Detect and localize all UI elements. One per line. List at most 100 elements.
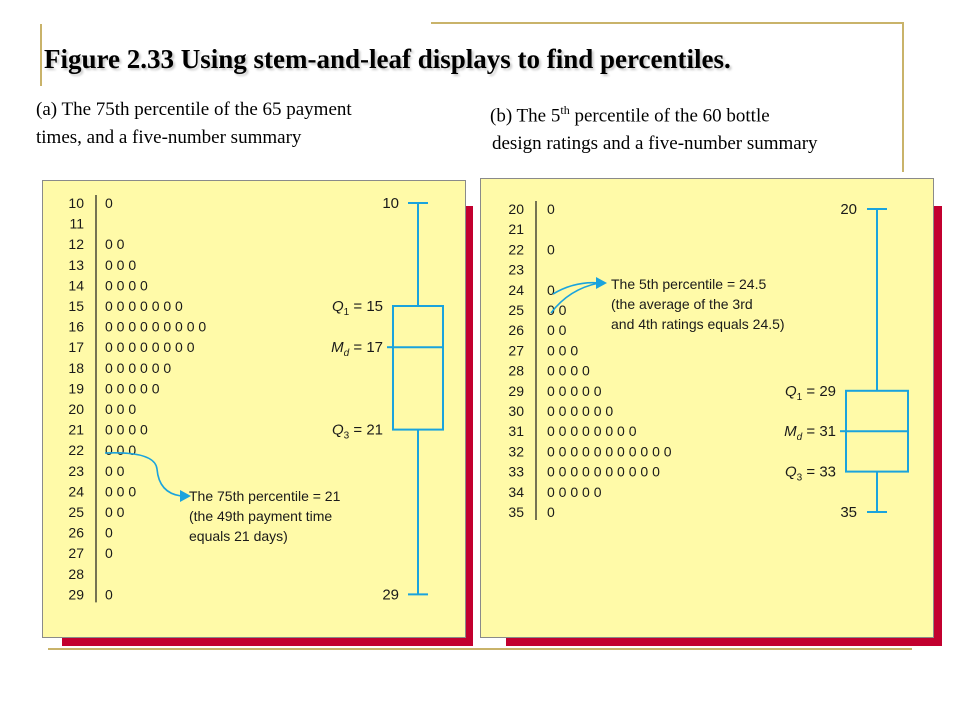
panel-a-leaves: 0 0 0 0 xyxy=(105,277,148,293)
panel-b-arrow-head xyxy=(596,277,607,289)
panel-b-q1-label: Q1 = 29 xyxy=(785,383,836,403)
panel-a-q1-label: Q1 = 15 xyxy=(332,298,383,318)
caption-b-line1: (b) The 5th percentile of the 60 bottle xyxy=(490,96,960,130)
caption-a-line1: (a) The 75th percentile of the 65 paymen… xyxy=(36,99,352,120)
panel-b-leaves: 0 xyxy=(547,201,555,217)
panel-b-leaves: 0 0 0 0 0 0 0 0 0 0 xyxy=(547,464,660,480)
panel-a-stem: 15 xyxy=(68,298,84,314)
panel-a-leaves: 0 0 xyxy=(105,504,125,520)
panel-a-stem: 11 xyxy=(69,216,84,232)
panel-b-leaves: 0 0 0 0 0 xyxy=(547,383,602,399)
panel-a-min-label: 10 xyxy=(382,195,399,212)
panel-b-q3-label: Q3 = 33 xyxy=(785,464,836,484)
caption-b-sup: th xyxy=(560,103,570,117)
panel-b-stem: 34 xyxy=(508,484,524,500)
panel-b-stem: 21 xyxy=(508,221,524,237)
panel-a-stem: 25 xyxy=(68,504,84,520)
panel-b-max-label: 35 xyxy=(840,504,857,521)
panel-a-stem: 24 xyxy=(68,483,84,499)
panel-b-leaves: 0 xyxy=(547,282,555,298)
panel-b-annotation-line: The 5th percentile = 24.5 xyxy=(611,276,766,292)
panel-a-stem: 17 xyxy=(68,339,84,355)
panel-b-stem: 33 xyxy=(508,464,524,480)
caption-b-pre: (b) The 5 xyxy=(490,105,561,127)
panel-a-stem: 20 xyxy=(68,401,84,417)
panel-a-stem: 29 xyxy=(68,586,84,602)
panel-a-leaves: 0 xyxy=(105,195,113,211)
panel-a-q3-label: Q3 = 21 xyxy=(332,422,383,442)
panel-a-stem: 21 xyxy=(68,422,84,438)
panel-a-stem: 14 xyxy=(68,277,84,293)
panel-a-leaves: 0 0 0 0 0 0 0 0 xyxy=(105,339,195,355)
panel-b-stem: 25 xyxy=(508,302,524,318)
panel-b-stem: 24 xyxy=(508,282,524,298)
caption-b: (b) The 5th percentile of the 60 bottle … xyxy=(490,96,960,158)
bottom-rule xyxy=(48,648,912,650)
panel-b-annotation-arrow xyxy=(552,281,600,295)
panel-b-stem: 31 xyxy=(508,423,524,439)
panel-a-diagram: 10 0 11 12 0 0 13 0 0 0 14 0 0 0 0 15 0 0 0 0 0 0 … xyxy=(68,195,444,603)
panel-a-leaves: 0 0 0 0 0 xyxy=(105,380,160,396)
panel-b-stem: 32 xyxy=(508,443,524,459)
caption-a: (a) The 75th percentile of the 65 paymen… xyxy=(36,96,486,152)
caption-a-line2: times, and a five-number summary xyxy=(36,127,302,148)
panel-a-stem: 23 xyxy=(68,463,84,479)
panel-a-stem: 12 xyxy=(68,236,84,252)
panel-a-annotation-line: The 75th percentile = 21 xyxy=(189,488,341,504)
panel-b-leaves: 0 0 0 0 0 xyxy=(547,484,602,500)
panel-b-min-label: 20 xyxy=(840,201,857,218)
panel-a-leaves: 0 0 0 xyxy=(105,257,136,273)
panel-a-stem: 16 xyxy=(68,319,84,335)
panel-a-annotation-line: (the 49th payment time xyxy=(189,508,332,524)
panel-a-leaves: 0 0 0 0 0 0 0 xyxy=(105,298,183,314)
caption-b-post: percentile of the 60 bottle xyxy=(569,105,770,127)
panel-a-stem: 10 xyxy=(68,195,84,211)
panel-a-arrow-head xyxy=(180,490,191,502)
panel-b-leaves: 0 xyxy=(547,504,555,520)
panel-a-stem: 13 xyxy=(68,257,84,273)
panel-a-stem: 19 xyxy=(68,380,84,396)
panel-a-box xyxy=(392,305,444,431)
panel-b-leaves: 0 xyxy=(547,241,555,257)
panel-a-leaves: 0 0 0 xyxy=(105,442,136,458)
panel-b-stem: 22 xyxy=(508,241,524,257)
panel-b-leaves: 0 0 0 0 0 0 0 0 xyxy=(547,423,637,439)
panel-a-stem: 27 xyxy=(68,545,84,561)
panel-a-leaves: 0 xyxy=(105,545,113,561)
panel-b-leaves: 0 0 xyxy=(547,302,567,318)
panel-a-leaves: 0 0 0 0 0 0 0 0 0 xyxy=(105,319,206,335)
panel-a-leaves: 0 xyxy=(105,525,113,541)
panel-b-leaves: 0 0 0 0 0 0 0 0 0 0 0 xyxy=(547,443,672,459)
panel-a-leaves: 0 0 xyxy=(105,463,125,479)
panel-b-stem: 29 xyxy=(508,383,524,399)
panel-b-leaves: 0 0 xyxy=(547,322,567,338)
panel-a-leaves: 0 xyxy=(105,586,113,602)
panel-b-annotation-line: and 4th ratings equals 24.5) xyxy=(611,316,785,332)
panel-a-stem: 28 xyxy=(68,566,84,582)
panel-b-median-label: Md = 31 xyxy=(784,423,836,443)
panel-b-stem: 28 xyxy=(508,363,524,379)
panel-a-leaves: 0 0 0 xyxy=(105,401,136,417)
panel-b-leaves: 0 0 0 0 0 0 xyxy=(547,403,613,419)
panel-b-stem: 20 xyxy=(508,201,524,217)
panel-b-annotation-arrow xyxy=(550,282,600,314)
caption-b-line2: design ratings and a five-number summary xyxy=(492,133,818,155)
panel-b-stem: 30 xyxy=(508,403,524,419)
panel-b-stem: 26 xyxy=(508,322,524,338)
panel-a-annotation-line: equals 21 days) xyxy=(189,528,288,544)
panel-a-leaves: 0 0 xyxy=(105,236,125,252)
panel-a-stem: 22 xyxy=(68,442,84,458)
panel-a-median-label: Md = 17 xyxy=(331,339,383,359)
panel-b-annotation-line: (the average of the 3rd xyxy=(611,296,753,312)
panel-a-leaves: 0 0 0 0 xyxy=(105,422,148,438)
figure-title: Figure 2.33 Using stem-and-leaf displays… xyxy=(44,44,731,74)
panel-a-leaves: 0 0 0 xyxy=(105,483,136,499)
panel-b-stem: 27 xyxy=(508,342,524,358)
panel-a-max-label: 29 xyxy=(382,586,399,603)
panel-b-stem: 23 xyxy=(508,262,524,278)
panel-a: 10 0 11 12 0 0 13 0 0 0 14 0 0 0 0 15 0 0 0 0 0 0 … xyxy=(42,180,466,638)
top-rule xyxy=(431,22,904,24)
side-rule xyxy=(40,24,42,86)
